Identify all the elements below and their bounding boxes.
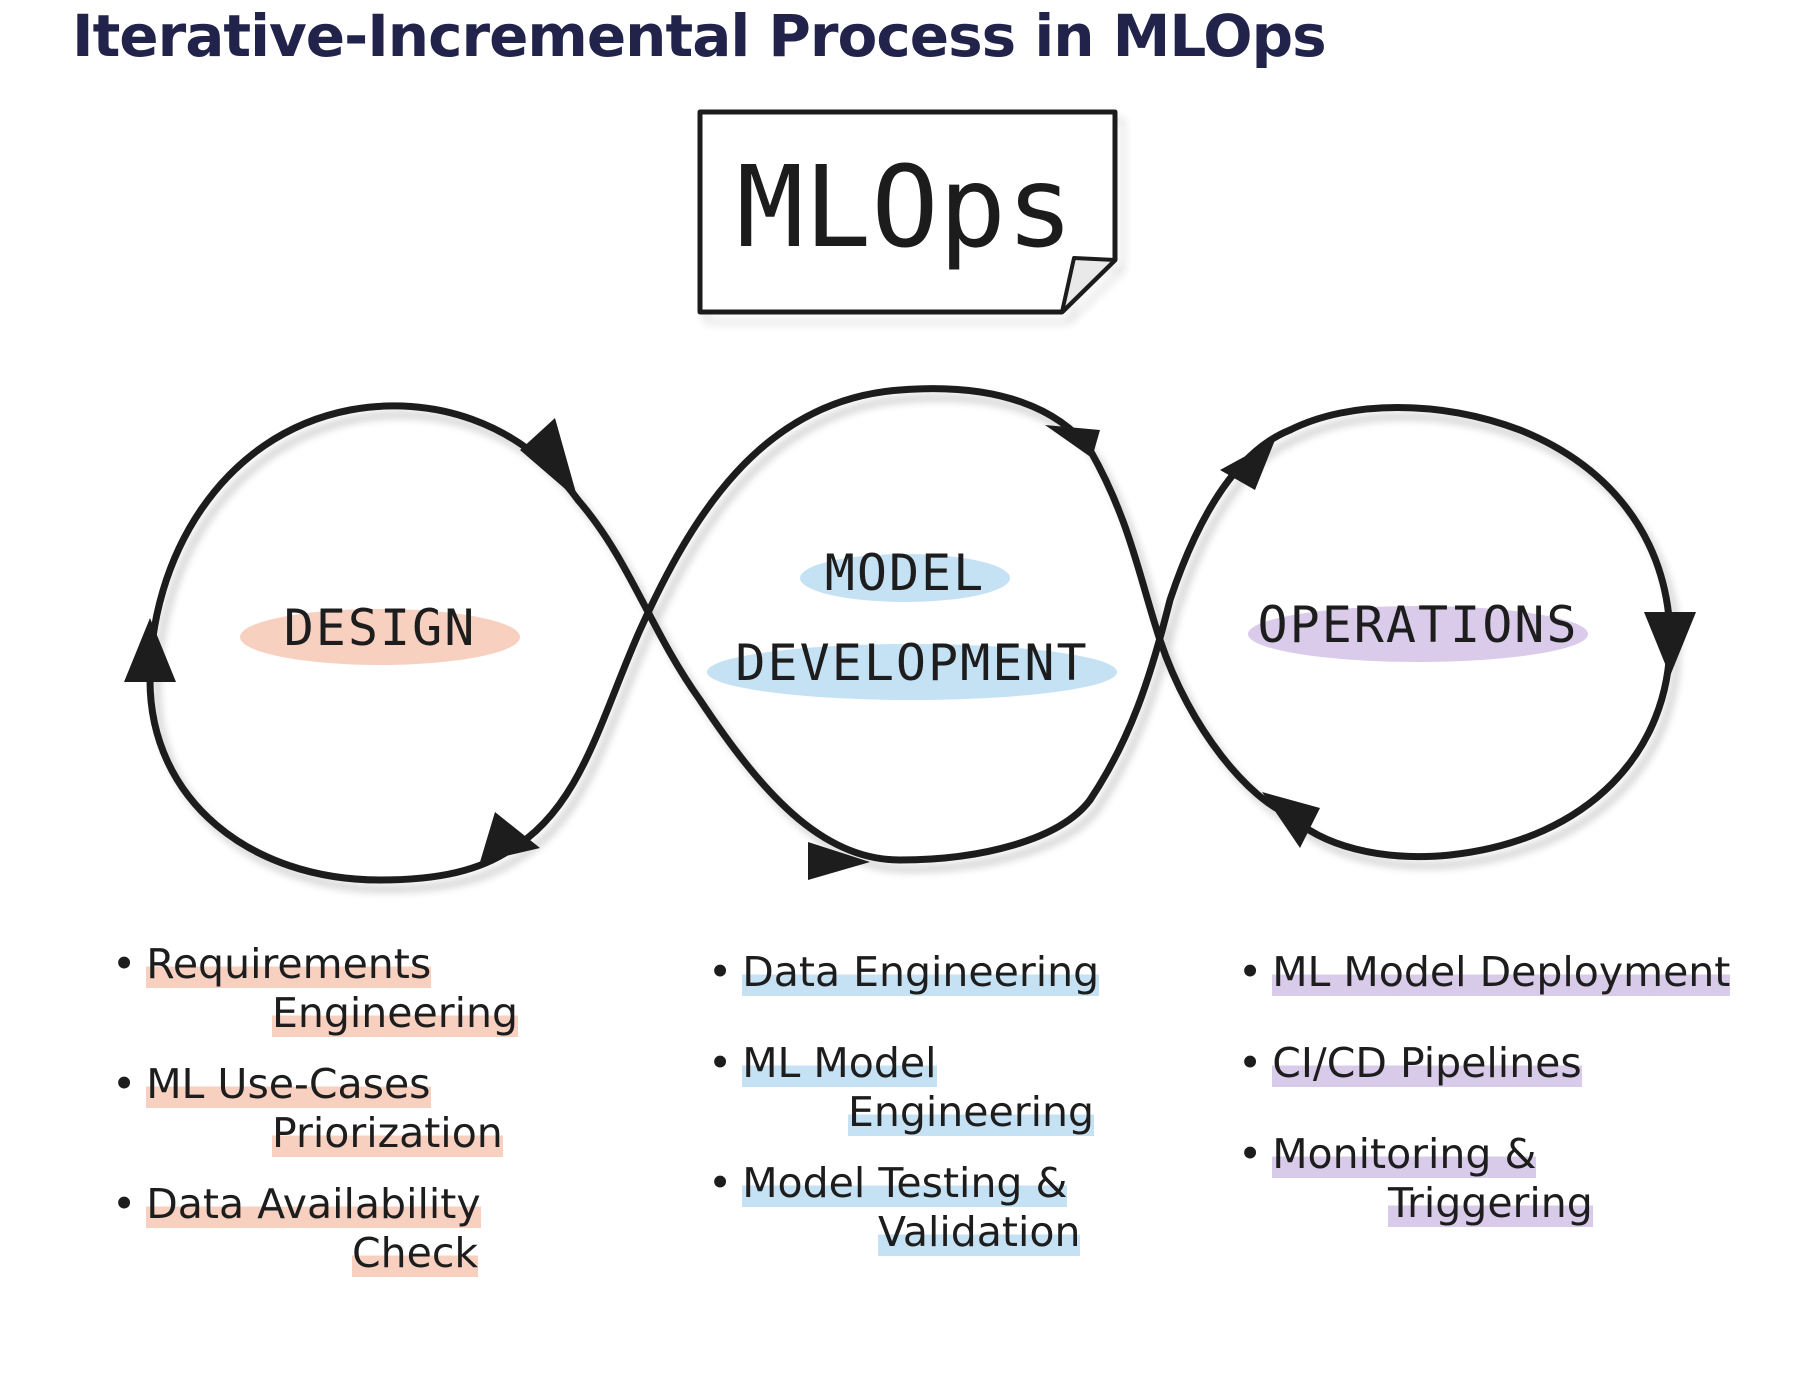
arrow-design-bottom bbox=[480, 812, 540, 862]
list-item: •Model Testing & Validation bbox=[708, 1159, 1099, 1257]
model-label-line1: MODEL bbox=[825, 544, 986, 602]
bullet-dot: • bbox=[1238, 1130, 1263, 1178]
design-label: DESIGN bbox=[284, 599, 477, 657]
model-label-line2: DEVELOPMENT bbox=[735, 634, 1088, 692]
list-item: •Data Availability Check bbox=[112, 1180, 518, 1278]
item-line1: CI/CD Pipelines bbox=[1272, 1039, 1582, 1087]
model-highlight-2 bbox=[707, 644, 1117, 700]
item-line2: Engineering bbox=[848, 1088, 1094, 1136]
design-highlight bbox=[240, 609, 520, 665]
bullet-dot: • bbox=[708, 1039, 733, 1087]
bullet-dot: • bbox=[708, 948, 733, 996]
item-line2: Priorization bbox=[272, 1109, 503, 1157]
crossing-curve-a bbox=[574, 496, 1094, 864]
model-highlight-1 bbox=[800, 554, 1010, 602]
ops-label: OPERATIONS bbox=[1257, 596, 1578, 654]
bullet-dot: • bbox=[1238, 948, 1263, 996]
item-line1: ML Use-Cases bbox=[146, 1060, 431, 1108]
item-line1: Data Availability bbox=[146, 1180, 481, 1228]
arrow-ops-top bbox=[1220, 440, 1275, 490]
item-line2: Triggering bbox=[1388, 1179, 1593, 1227]
bullet-dot: • bbox=[112, 940, 137, 988]
bullet-dot: • bbox=[708, 1159, 733, 1207]
bullet-dot: • bbox=[112, 1060, 137, 1108]
bullet-dot: • bbox=[1238, 1039, 1263, 1087]
list-item: •ML Model Engineering bbox=[708, 1039, 1099, 1137]
list-item: •Monitoring & Triggering bbox=[1238, 1130, 1730, 1228]
item-line1: Monitoring & bbox=[1272, 1130, 1537, 1178]
list-item: •ML Model Deployment bbox=[1238, 948, 1731, 997]
page-title: Iterative-Incremental Process in MLOps bbox=[72, 2, 1327, 70]
note-fold bbox=[1060, 256, 1117, 314]
list-item: •Requirements Engineering bbox=[112, 940, 518, 1038]
crossing-curve-b bbox=[506, 385, 1094, 854]
item-line1: Model Testing & bbox=[742, 1159, 1068, 1207]
arrow-design-left bbox=[124, 618, 176, 682]
ops-highlight bbox=[1248, 606, 1588, 662]
arrow-design-top bbox=[520, 418, 578, 500]
item-line2: Engineering bbox=[272, 989, 518, 1037]
cycle-arrows bbox=[124, 418, 1696, 880]
item-line1: Data Engineering bbox=[742, 948, 1100, 996]
note-label: MLOps bbox=[736, 143, 1073, 273]
arrow-model-top bbox=[1045, 425, 1100, 458]
model-list: •Data Engineering •ML Model Engineering … bbox=[708, 948, 1100, 1279]
arrow-ops-right bbox=[1644, 612, 1696, 676]
item-line1: ML Model bbox=[742, 1039, 937, 1087]
arrow-model-bottom bbox=[808, 842, 870, 880]
list-item: •ML Use-Cases Priorization bbox=[112, 1060, 518, 1158]
bullet-dot: • bbox=[112, 1180, 137, 1228]
item-line2: Check bbox=[352, 1229, 479, 1277]
arrow-ops-bottom bbox=[1262, 792, 1320, 848]
mlops-note: MLOps bbox=[697, 109, 1118, 315]
item-line2: Validation bbox=[878, 1208, 1081, 1256]
design-list: •Requirements Engineering •ML Use-Cases … bbox=[112, 940, 518, 1300]
ops-list: •ML Model Deployment •CI/CD Pipelines •M… bbox=[1238, 948, 1731, 1250]
list-item: •Data Engineering bbox=[708, 948, 1100, 997]
item-line1: Requirements bbox=[146, 940, 432, 988]
list-item: •CI/CD Pipelines bbox=[1238, 1039, 1730, 1088]
item-line1: ML Model Deployment bbox=[1272, 948, 1731, 996]
